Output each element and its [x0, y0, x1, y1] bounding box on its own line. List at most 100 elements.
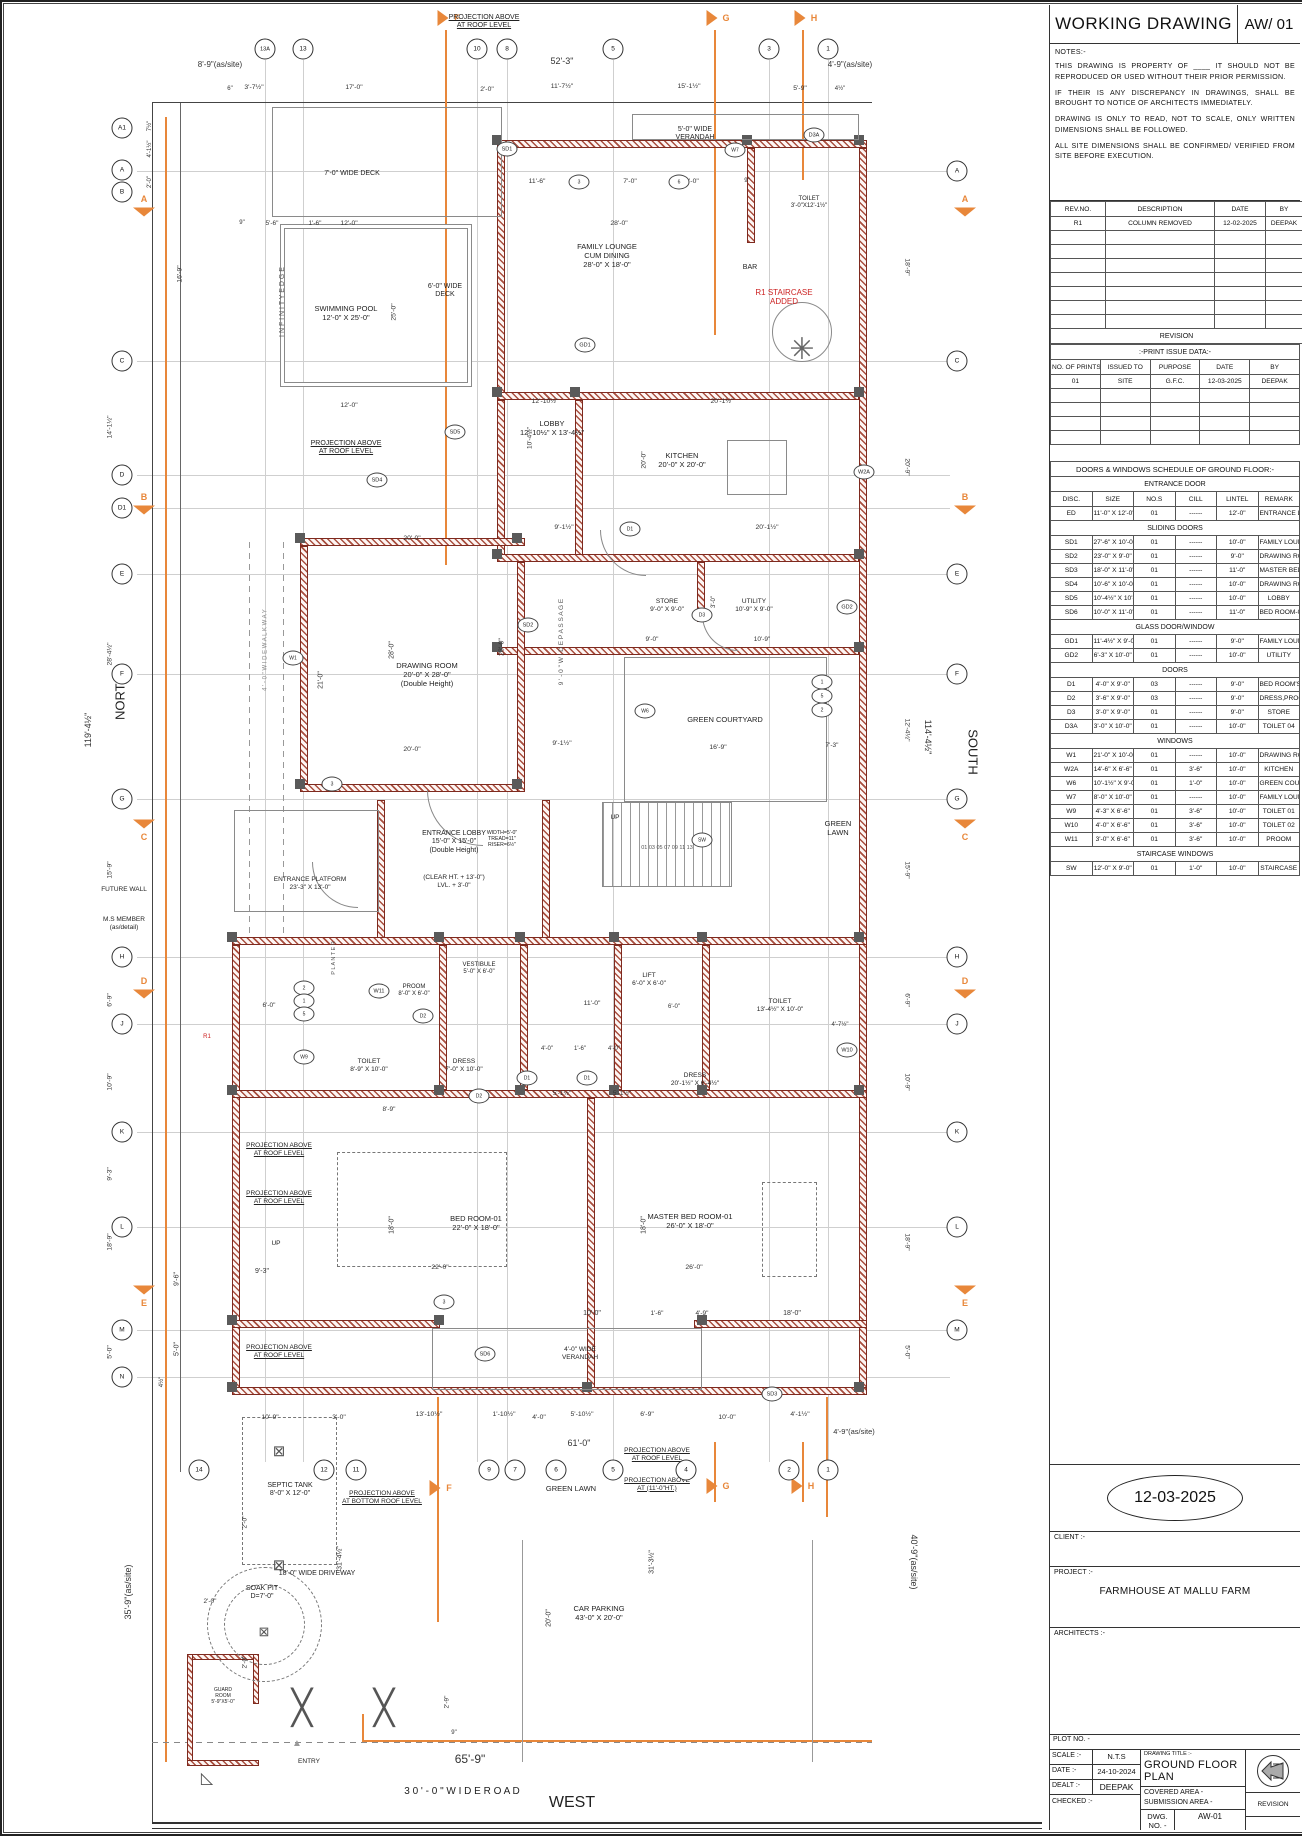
- opening-tag-bubble: W1: [283, 651, 304, 666]
- plan-label: 6'-0" WIDE DECK: [428, 283, 462, 300]
- grid-line-horizontal: [137, 674, 950, 675]
- dimension-text: 28'-0": [389, 641, 396, 659]
- section-marker-letter: H: [808, 1481, 815, 1491]
- dimension-text: 12'-0": [340, 220, 357, 227]
- section-marker-letter: E: [141, 1298, 147, 1308]
- wall-segment: [232, 1320, 440, 1328]
- dimension-text: 10'-9": [904, 1073, 911, 1090]
- notes-label: NOTES:-: [1055, 47, 1295, 57]
- column-marker: [515, 1085, 525, 1095]
- dimension-text: 3'-0": [332, 1414, 346, 1421]
- grid-bubble-left: C: [112, 351, 133, 372]
- grid-bubble-left: B: [112, 182, 133, 203]
- opening-tag-bubble: SD1: [497, 142, 518, 157]
- project-label: PROJECT :-: [1054, 1569, 1296, 1576]
- column-marker: [515, 932, 525, 942]
- plan-outline: [632, 114, 859, 140]
- dimension-text: 5'-1½": [613, 1090, 631, 1097]
- plan-label: R1 STAIRCASE ADDED: [755, 288, 812, 307]
- wall-segment: [497, 647, 859, 655]
- site-line: [152, 1822, 1042, 1824]
- dimension-text: 2'-0": [147, 176, 153, 188]
- dimension-text: 10'-9": [107, 1073, 114, 1090]
- plan-label: 3 0 ' - 0 " W I D E R O A D: [404, 1786, 520, 1798]
- plan-label: SOAK PIT D=7'-0": [246, 1585, 278, 1602]
- plan-label: 5'-0" WIDE VERANDAH: [676, 126, 715, 143]
- opening-tag-bubble: W7: [725, 143, 746, 158]
- plan-label: BED ROOM-01 22'-0" X 18'-0": [450, 1215, 502, 1233]
- dimension-text: 40'-9"(as/site): [909, 1535, 919, 1590]
- revision-row: [1051, 231, 1302, 245]
- site-line: [152, 102, 153, 1824]
- plan-label: P L A N T E R: [331, 941, 337, 974]
- plan-label: PROJECTION ABOVE AT ROOF LEVEL: [311, 440, 382, 457]
- dwg-no: AW-01: [1175, 1810, 1245, 1830]
- dimension-text: 4'-1½": [147, 141, 153, 158]
- column-marker: [492, 387, 502, 397]
- dimension-text: 9": [239, 220, 244, 226]
- section-marker-letter: E: [962, 1298, 968, 1308]
- grid-bubble-right: E: [947, 564, 968, 585]
- dimension-text: 35'-9"(as/site): [123, 1565, 133, 1620]
- covered-area: COVERED AREA -: [1144, 1788, 1242, 1798]
- plan-outline: [272, 107, 502, 217]
- plan-label: VESTIBULE 5'-0" X 6'-0": [462, 962, 495, 976]
- opening-tag-bubble: 3: [322, 777, 343, 792]
- client-label: CLIENT :-: [1054, 1534, 1085, 1541]
- plan-label: DRESS 7'-0" X 10'-0": [445, 1058, 482, 1073]
- grid-bubble-top: 8: [497, 39, 518, 60]
- column-marker: [295, 779, 305, 789]
- site-line: [180, 102, 181, 1472]
- dimension-text: 5'-6": [266, 220, 279, 227]
- section-marker-letter: D: [962, 976, 969, 986]
- dimension-text: 9'-1½": [552, 740, 571, 747]
- title-block-panel: WORKING DRAWING AW/ 01 NOTES:- THIS DRAW…: [1049, 5, 1300, 1830]
- plan-label: I N F I N I T Y E D G E: [279, 267, 287, 337]
- dimension-text: 18'-9": [904, 258, 911, 275]
- plan-label: KITCHEN 20'-0" X 20'-0": [658, 452, 705, 470]
- scale-label: SCALE :-: [1050, 1750, 1093, 1764]
- plan-outline: [762, 1182, 817, 1277]
- plan-label: PROJECTION ABOVE AT (11'-0"HT.): [624, 1477, 690, 1492]
- section-marker-icon: [954, 1286, 976, 1295]
- dimension-text: 5'-0": [904, 1345, 911, 1359]
- grid-bubble-top: 3: [759, 39, 780, 60]
- plan-label: WEST: [549, 1794, 595, 1813]
- dimension-text: 5'-10½": [571, 1411, 594, 1418]
- submission-area: SUBMISSION AREA -: [1144, 1798, 1242, 1808]
- opening-tag-bubble: GD2: [837, 600, 858, 615]
- dimension-text: 3'-0": [711, 596, 717, 608]
- dimension-text: 4½": [835, 86, 845, 92]
- schedule-section-row: ENTRANCE DOOR: [1051, 477, 1300, 492]
- opening-tag-bubble: 6: [669, 175, 690, 190]
- dimension-text: 12'-4½": [904, 719, 911, 742]
- plan-label: GUARD ROOM 5'-9"X5'-0": [211, 1688, 234, 1706]
- schedule-row: D23'-6" X 9'-0"03------9'-0"DRESS,PROOM,: [1051, 692, 1300, 706]
- grid-bubble-right: L: [947, 1217, 968, 1238]
- project-name: FARMHOUSE AT MALLU FARM: [1054, 1586, 1296, 1597]
- dimension-text: 119'-4½": [83, 713, 93, 748]
- dimension-text: 18'-9": [107, 1233, 114, 1250]
- dimension-text: 1'-10½": [493, 1411, 516, 1418]
- wall-segment: [542, 800, 550, 940]
- sheet-title: WORKING DRAWING: [1050, 5, 1238, 43]
- print-issue-title-row: :-PRINT ISSUE DATA:-: [1051, 345, 1300, 360]
- dimension-text: 21'-0": [318, 671, 325, 689]
- section-marker-letter: A: [141, 194, 148, 204]
- plan-label: LIFT 6'-0" X 6'-0": [632, 972, 666, 987]
- plan-label: BAR: [743, 264, 757, 272]
- opening-tag-bubble: W2A: [854, 465, 875, 480]
- drawing-title-label: DRAWING TITLE :-: [1144, 1751, 1242, 1757]
- dimension-text: 114'-4½": [923, 720, 933, 755]
- dimension-text: 15'-9": [107, 861, 114, 878]
- dimension-text: 2'-0": [242, 1516, 249, 1529]
- grid-bubble-bottom: 9: [479, 1460, 500, 1481]
- section-marker-icon: [133, 208, 155, 217]
- plan-label: ✳: [789, 332, 814, 367]
- opening-tag-bubble: GD1: [575, 338, 596, 353]
